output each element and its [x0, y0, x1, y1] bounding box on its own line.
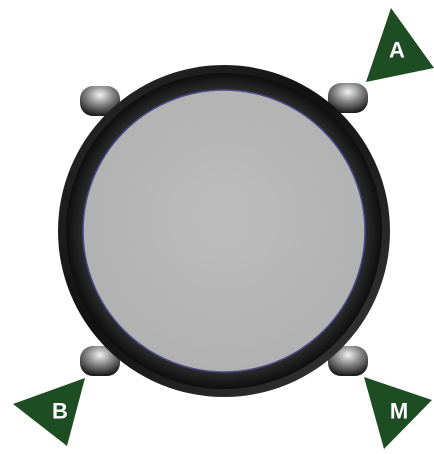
button-b-label: B [52, 399, 68, 424]
button-m-label: M [390, 399, 408, 424]
button-a-label: A [389, 38, 405, 63]
button-m-pointer[interactable]: M [364, 377, 432, 449]
button-a-pointer[interactable]: A [366, 8, 434, 82]
watch-screen [83, 90, 365, 372]
button-b-pointer[interactable]: B [13, 378, 85, 446]
